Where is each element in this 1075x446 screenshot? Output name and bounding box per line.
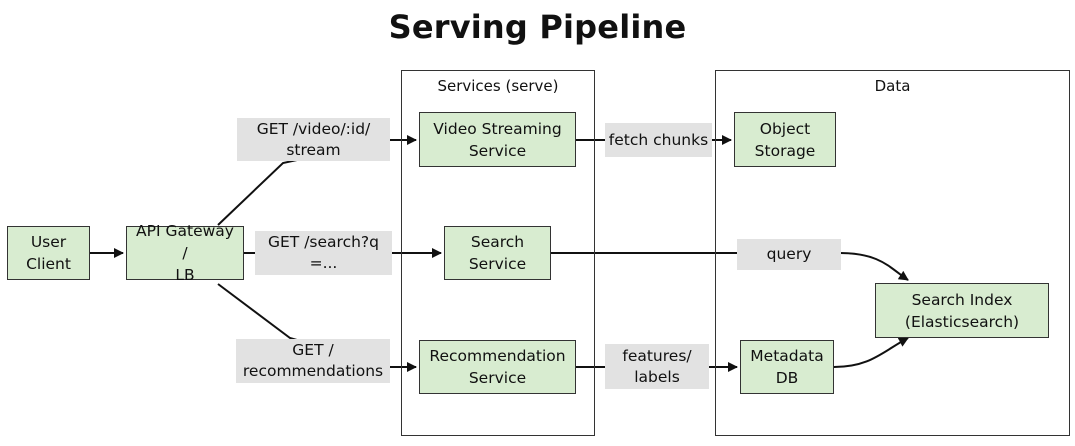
edge-label-query: query <box>737 239 841 270</box>
diagram-title: Serving Pipeline <box>388 8 687 46</box>
edge-label-search: GET /search?q =... <box>255 231 392 275</box>
node-metadata-db: Metadata DB <box>740 340 834 394</box>
edge-metadata-index <box>833 337 909 368</box>
node-api-gateway: API Gateway / LB <box>126 222 244 284</box>
node-recommendation: Recommendation Service <box>419 340 576 394</box>
node-object-storage: Object Storage <box>734 112 836 167</box>
edge-label-features: features/ labels <box>605 344 709 389</box>
node-video-streaming: Video Streaming Service <box>419 112 576 167</box>
node-user-client: User Client <box>7 226 90 280</box>
node-search-service: Search Service <box>444 226 551 280</box>
edge-label-recs: GET / recommendations <box>236 339 390 383</box>
edge-label-fetch: fetch chunks <box>605 123 712 157</box>
data-cluster: Data <box>715 70 1070 436</box>
edge-label-video: GET /video/:id/ stream <box>237 118 390 161</box>
services-cluster-label: Services (serve) <box>437 77 559 95</box>
data-cluster-label: Data <box>874 77 911 95</box>
services-cluster: Services (serve) <box>401 70 595 436</box>
node-search-index: Search Index (Elasticsearch) <box>875 283 1049 338</box>
